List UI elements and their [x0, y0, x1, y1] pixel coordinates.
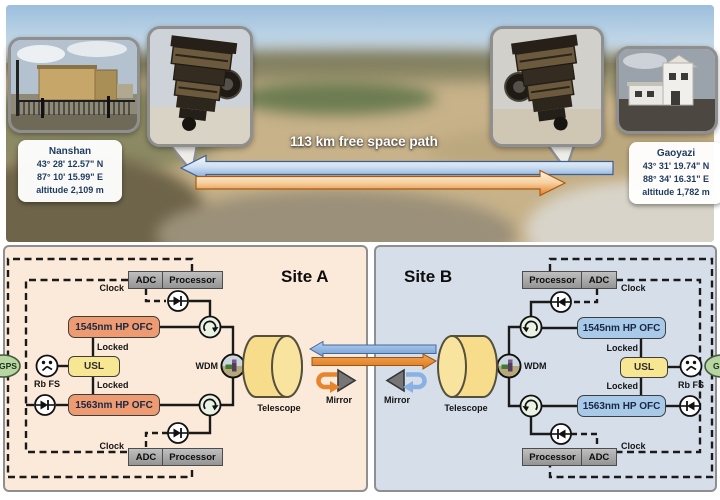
adc-box: ADC: [128, 271, 164, 289]
site-alt: altitude 1,782 m: [642, 187, 710, 197]
site-lat: 43° 28' 12.57" N: [36, 159, 104, 169]
center-ridge: [156, 190, 516, 242]
processor-box: Processor: [522, 271, 583, 289]
green-patch: [236, 81, 436, 115]
locked-label: Locked: [97, 342, 129, 352]
ofc-1545-box: 1545nm HP OFC: [577, 317, 666, 339]
site-lat: 43° 31' 19.74" N: [642, 161, 710, 171]
nanshan-telescope-photo: [147, 26, 253, 147]
ofc-1563-box: 1563nm HP OFC: [577, 395, 666, 417]
mirror-label: Mirror: [383, 395, 410, 405]
locked-label: Locked: [606, 343, 638, 353]
site-alt: altitude 2,109 m: [36, 185, 104, 195]
site-lon: 87° 10' 15.99" E: [36, 172, 104, 182]
wdm-label: WDM: [195, 361, 219, 371]
site-lon: 88° 34' 16.31" E: [642, 174, 710, 184]
adc-box: ADC: [581, 448, 617, 466]
usl-box: USL: [68, 356, 120, 377]
rb-fs-label: Rb FS: [34, 379, 60, 389]
site-name: Gaoyazi: [656, 148, 696, 159]
site-a-title: Site A: [281, 267, 329, 286]
processor-box: Processor: [162, 448, 223, 466]
clock-label: Clock: [621, 441, 646, 451]
clock-label: Clock: [99, 283, 124, 293]
gaoyazi-telescope-photo: [490, 26, 604, 147]
gaoyazi-info-card: Gaoyazi 43° 31' 19.74" N 88° 34' 16.31" …: [629, 142, 720, 204]
usl-box: USL: [620, 357, 668, 378]
processor-box: Processor: [522, 448, 583, 466]
path-distance-label: 113 km free space path: [290, 134, 438, 149]
nanshan-telescope-illustration: [150, 29, 250, 144]
nanshan-info-card: Nanshan 43° 28' 12.57" N 87° 10' 15.99" …: [18, 140, 122, 202]
telescope-body: [170, 35, 243, 131]
nanshan-building-photo: [8, 37, 140, 133]
site-b-title: Site B: [404, 267, 453, 286]
mirror-label: Mirror: [325, 395, 352, 405]
rb-fs-label: Rb FS: [678, 380, 704, 390]
gaoyazi-building-photo: [616, 46, 718, 134]
locked-label: Locked: [606, 381, 638, 391]
adc-box: ADC: [581, 271, 617, 289]
clock-label: Clock: [621, 283, 646, 293]
ofc-1545-box: 1545nm HP OFC: [68, 316, 160, 338]
telescope-body: [504, 34, 578, 131]
gaoyazi-building-illustration: [619, 49, 715, 131]
telescope-label: Telescope: [444, 403, 488, 413]
site-name: Nanshan: [48, 146, 92, 157]
locked-label: Locked: [97, 380, 129, 390]
adc-box: ADC: [128, 448, 164, 466]
ofc-1563-box: 1563nm HP OFC: [68, 394, 160, 416]
clock-label: Clock: [99, 441, 124, 451]
nanshan-building-illustration: [11, 40, 137, 130]
telescope-label: Telescope: [257, 403, 301, 413]
processor-box: Processor: [162, 271, 223, 289]
gaoyazi-telescope-illustration: [493, 29, 601, 144]
wdm-label: WDM: [524, 361, 547, 371]
